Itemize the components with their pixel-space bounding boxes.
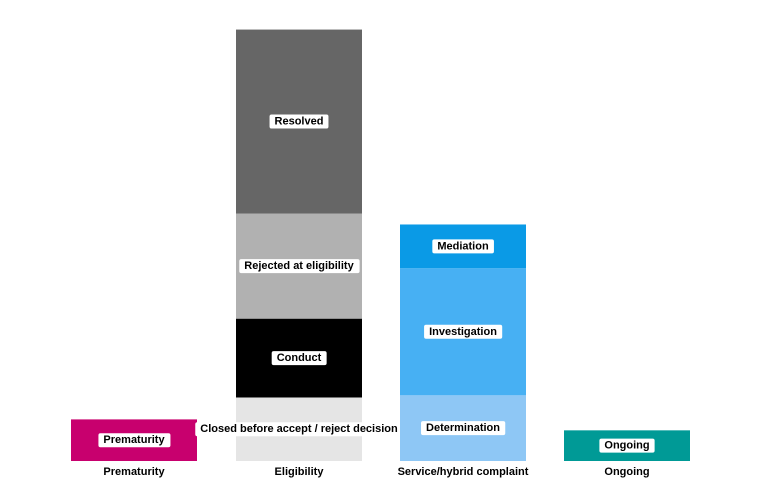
segment-label-box bbox=[599, 438, 655, 453]
category-label-prematurity: Prematurity bbox=[103, 466, 165, 478]
segment-label-text: Investigation bbox=[429, 326, 497, 338]
segment-label-text: Rejected at eligibility bbox=[244, 260, 354, 272]
segment-label-box bbox=[195, 422, 404, 437]
segment-label-closed-before-accept-reject-decision: Closed before accept / reject decision bbox=[195, 422, 404, 437]
segment-label-text: Determination bbox=[426, 422, 500, 434]
segment-label-determination: Determination bbox=[421, 421, 506, 436]
segment-label-text: Resolved bbox=[275, 116, 324, 128]
bar-stack-eligibility: Closed before accept / reject decision Co… bbox=[195, 29, 404, 461]
segment-label-text: Prematurity bbox=[103, 434, 165, 446]
segment-label-box bbox=[269, 114, 329, 129]
segment-label-text: Mediation bbox=[437, 240, 489, 252]
segment-label-text: Ongoing bbox=[604, 440, 649, 452]
segment-label-box bbox=[98, 433, 171, 448]
category-label-eligibility: Eligibility bbox=[275, 466, 325, 478]
category-label-ongoing: Ongoing bbox=[604, 466, 649, 478]
segment-label-ongoing: Ongoing bbox=[599, 438, 655, 453]
segment-label-box bbox=[239, 259, 360, 274]
segment-label-text: Conduct bbox=[277, 352, 322, 364]
bar-stack-prematurity: Prematurity bbox=[71, 419, 197, 461]
segment-label-box bbox=[432, 239, 494, 254]
segment-label-mediation: Mediation bbox=[432, 239, 494, 254]
segment-label-prematurity: Prematurity bbox=[98, 433, 171, 448]
segment-label-box bbox=[421, 421, 506, 436]
segment-label-text: Closed before accept / reject decision bbox=[200, 423, 398, 435]
category-label-service-hybrid-complaint: Service/hybrid complaint bbox=[398, 466, 529, 478]
segment-label-conduct: Conduct bbox=[271, 351, 327, 366]
segment-label-box bbox=[424, 324, 503, 339]
segment-label-resolved: Resolved bbox=[269, 114, 329, 129]
bar-stack-service-hybrid-complaint: Determination Investigation Mediation bbox=[400, 224, 526, 461]
segment-label-box bbox=[271, 351, 327, 366]
segment-label-rejected-at-eligibility: Rejected at eligibility bbox=[239, 259, 360, 274]
segment-label-investigation: Investigation bbox=[424, 324, 503, 339]
bar-stack-ongoing: Ongoing bbox=[564, 430, 690, 461]
